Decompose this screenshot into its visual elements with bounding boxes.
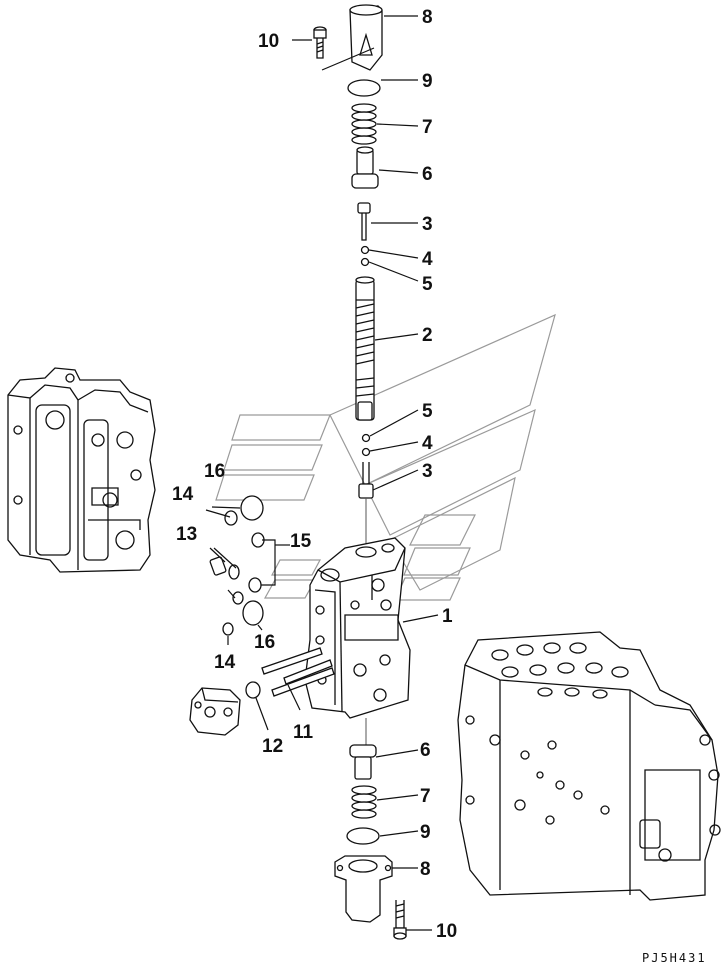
part-8-bot-cap bbox=[334, 855, 393, 923]
part-4-top-ball bbox=[360, 245, 370, 255]
part-16-top-seal bbox=[240, 495, 264, 521]
part-8-top-cap bbox=[349, 4, 383, 71]
part-14-mid-oring bbox=[232, 591, 244, 605]
part-9-top-oring bbox=[347, 79, 381, 97]
callout-5-top: 5 bbox=[422, 274, 433, 295]
callout-5-mid: 5 bbox=[422, 401, 433, 422]
part-13-plug bbox=[209, 556, 240, 580]
callout-16-bot: 16 bbox=[254, 632, 275, 653]
part-7-top-spring bbox=[351, 103, 377, 145]
callout-11: 11 bbox=[293, 722, 314, 743]
callout-3-mid: 3 bbox=[422, 461, 433, 482]
part-14-bot-oring bbox=[222, 622, 234, 636]
part-1-valve-block bbox=[304, 537, 411, 719]
callout-2: 2 bbox=[422, 325, 433, 346]
callout-14-bot: 14 bbox=[214, 652, 236, 673]
callout-9-top: 9 bbox=[422, 71, 433, 92]
part-3-mid-pin bbox=[358, 462, 374, 545]
callout-8-top: 8 bbox=[422, 7, 433, 28]
callout-12: 12 bbox=[262, 736, 283, 757]
part-14-top-oring bbox=[224, 510, 238, 526]
callout-16-top: 16 bbox=[204, 461, 225, 482]
callout-6-bot: 6 bbox=[420, 740, 431, 761]
part-6-top-retainer bbox=[351, 146, 379, 189]
part-10-top-bolt bbox=[313, 26, 327, 59]
callout-9-bot: 9 bbox=[420, 822, 431, 843]
part-4-mid-ball bbox=[361, 447, 371, 457]
part-6-bot-retainer bbox=[349, 744, 377, 780]
part-16-bot-seal bbox=[242, 600, 264, 626]
callout-7-top: 7 bbox=[422, 117, 433, 138]
callout-4-mid: 4 bbox=[422, 433, 433, 454]
part-5-mid-ball bbox=[361, 433, 371, 443]
callout-10-top: 10 bbox=[258, 31, 279, 52]
callout-4-top: 4 bbox=[422, 249, 433, 270]
right-valve-assembly-view bbox=[457, 631, 721, 901]
part-15-oring-b bbox=[248, 577, 262, 593]
callout-14-top: 14 bbox=[172, 484, 194, 505]
part-9-bot-oring bbox=[346, 827, 380, 845]
left-valve-assembly-view bbox=[7, 367, 156, 573]
part-3-top-pin bbox=[357, 202, 371, 241]
part-2-spool bbox=[355, 276, 375, 421]
part-12-oring bbox=[245, 681, 261, 699]
callout-6-top: 6 bbox=[422, 164, 433, 185]
callout-labels: 10 8 9 7 6 3 4 5 2 5 4 3 16 14 13 15 1 1… bbox=[172, 7, 457, 942]
part-10-bot-bolt bbox=[393, 900, 407, 940]
leader-lines bbox=[205, 15, 439, 931]
part-5-top-ball bbox=[360, 257, 370, 267]
callout-8-bot: 8 bbox=[420, 859, 431, 880]
callout-3-top: 3 bbox=[422, 214, 433, 235]
drawing-code: PJ5H431 bbox=[642, 951, 707, 965]
watermark-logo bbox=[215, 313, 556, 601]
callout-13: 13 bbox=[176, 524, 197, 545]
callout-7-bot: 7 bbox=[420, 786, 431, 807]
callout-10-bot: 10 bbox=[436, 921, 457, 942]
callout-1: 1 bbox=[442, 606, 453, 627]
part-7-bot-spring bbox=[351, 785, 377, 819]
spare-cover-block bbox=[189, 687, 241, 736]
part-11-pins bbox=[261, 647, 335, 697]
callout-15: 15 bbox=[290, 531, 312, 552]
